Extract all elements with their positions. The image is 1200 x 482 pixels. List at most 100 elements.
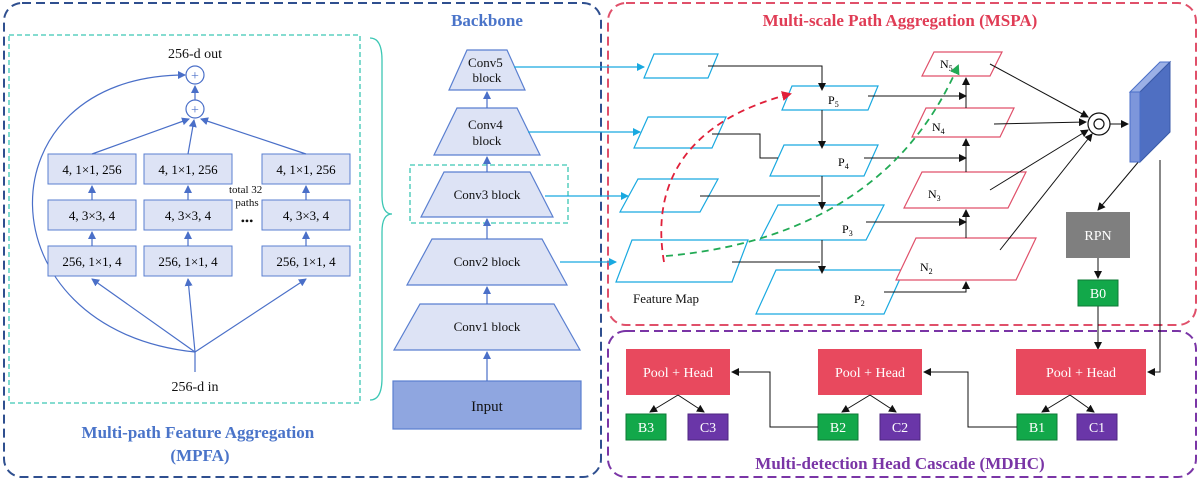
- row-label: 4, 1×1, 256: [158, 162, 218, 177]
- p-letter: P: [828, 93, 835, 107]
- p2-sub: 2: [861, 299, 865, 308]
- input-block: [392, 380, 582, 430]
- backbone-feature-maps: [615, 53, 749, 283]
- row-label: 256, 1×1, 4: [158, 254, 218, 269]
- row-label: 4, 3×3, 4: [165, 208, 212, 223]
- input-label: Input: [471, 399, 503, 415]
- p-feature-maps: [755, 85, 905, 315]
- head-label: Pool + Head: [1046, 366, 1116, 381]
- p2-label: P2: [854, 292, 865, 308]
- ellipsis-dots: •••: [241, 214, 254, 228]
- mpfa-brace: [369, 37, 393, 401]
- mspa-title: Multi-scale Path Aggregation (MSPA): [763, 11, 1038, 30]
- total-paths-note: total 32 paths: [229, 184, 265, 209]
- p3-map: [759, 204, 885, 241]
- b0-label: B0: [1090, 287, 1106, 302]
- conv3-highlight-box: [409, 164, 569, 224]
- c1-box: C1: [1076, 413, 1118, 441]
- row-label: 4, 3×3, 4: [283, 208, 330, 223]
- n5-map: [921, 51, 1003, 77]
- lateral-arrows: [514, 63, 645, 266]
- p-letter: P: [838, 155, 845, 169]
- b3-box: B3: [625, 413, 667, 441]
- p4-sub: 4: [845, 162, 849, 171]
- n-letter: N: [940, 57, 949, 71]
- mdhc-title: Multi-detection Head Cascade (MDHC): [755, 454, 1044, 473]
- path-column-2: 4, 1×1, 256 4, 3×3, 4 256, 1×1, 4: [143, 153, 233, 277]
- conv5-line2: block: [473, 70, 502, 85]
- p5-sub: 5: [835, 100, 839, 109]
- plus-symbol: +: [191, 69, 199, 84]
- b2-box: B2: [817, 413, 859, 441]
- mdhc-connections: [649, 368, 1095, 428]
- b0-box: [1077, 279, 1119, 307]
- mpfa-title: Multi-path Feature Aggregation (MPFA): [82, 423, 319, 465]
- b2-label: B2: [830, 421, 846, 436]
- feature-map-c5: [643, 53, 719, 79]
- n-feature-maps: [895, 51, 1037, 281]
- out-label: 256-d out: [168, 47, 222, 62]
- fusion-node: [1087, 112, 1111, 136]
- p-letter: P: [842, 222, 849, 236]
- mpfa-title-line1: Multi-path Feature Aggregation: [82, 423, 315, 442]
- sum-node-inner: +: [185, 99, 205, 119]
- path-column-1: 4, 1×1, 256 4, 3×3, 4 256, 1×1, 4: [47, 153, 137, 277]
- row-label: 256, 1×1, 4: [62, 254, 122, 269]
- n5-sub: 5: [949, 64, 953, 73]
- feature-map-c4: [633, 116, 727, 149]
- path-column-32: 4, 1×1, 256 4, 3×3, 4 256, 1×1, 4: [261, 153, 351, 277]
- c3-box: C3: [687, 413, 729, 441]
- shortcut-arc: [31, 71, 196, 353]
- n2-sub: 2: [929, 267, 933, 276]
- conv5-label: Conv5 block: [468, 55, 506, 85]
- c1-label: C1: [1089, 421, 1105, 436]
- row-label: 4, 1×1, 256: [62, 162, 122, 177]
- feature-map-c3: [618, 178, 720, 213]
- head-label: Pool + Head: [643, 366, 713, 381]
- plus-symbol: +: [191, 103, 199, 118]
- head-stage-1: Pool + Head: [1016, 349, 1146, 395]
- n4-sub: 4: [941, 127, 945, 136]
- n-letter: N: [928, 187, 937, 201]
- conv5-block: [448, 49, 526, 91]
- mpfa-title-line2: (MPFA): [170, 446, 229, 465]
- n4-map: [911, 107, 1015, 138]
- n2-label: N2: [920, 260, 933, 276]
- c3-label: C3: [700, 421, 716, 436]
- head-stage-2: Pool + Head: [818, 349, 922, 395]
- rpn-box: [1066, 212, 1130, 258]
- p4-map: [769, 144, 879, 177]
- conv4-line2: block: [473, 133, 502, 148]
- p3-sub: 3: [849, 229, 853, 238]
- conv2-label: Conv2 block: [454, 254, 521, 269]
- n3-label: N3: [928, 187, 941, 203]
- n4-label: N4: [932, 120, 945, 136]
- b3-label: B3: [638, 421, 654, 436]
- n-letter: N: [920, 260, 929, 274]
- n-letter: N: [932, 120, 941, 134]
- total-paths-line1: total 32: [229, 184, 262, 196]
- conv3-block: [420, 171, 554, 218]
- n2-map: [895, 237, 1037, 281]
- b1-label: B1: [1029, 421, 1045, 436]
- row-label: 4, 3×3, 4: [69, 208, 116, 223]
- head-label: Pool + Head: [835, 366, 905, 381]
- mdhc-panel: [607, 330, 1197, 478]
- feature-map-label: Feature Map: [633, 291, 699, 306]
- conv1-label: Conv1 block: [454, 319, 521, 334]
- head-stage-3: Pool + Head: [626, 349, 730, 395]
- row-label: 256, 1×1, 4: [276, 254, 336, 269]
- conv1-block: [392, 303, 582, 351]
- p-letter: P: [854, 292, 861, 306]
- fused-feature-bar: [1128, 60, 1172, 164]
- p3-label: P3: [842, 222, 853, 238]
- conv4-label: Conv4 block: [468, 117, 506, 148]
- b1-box: B1: [1016, 413, 1058, 441]
- row-label: 4, 1×1, 256: [276, 162, 336, 177]
- c2-label: C2: [892, 421, 908, 436]
- total-paths-line2: paths: [235, 197, 258, 209]
- feature-map-c2: [615, 239, 749, 283]
- p4-label: P4: [838, 155, 849, 171]
- rpn-label: RPN: [1084, 229, 1111, 244]
